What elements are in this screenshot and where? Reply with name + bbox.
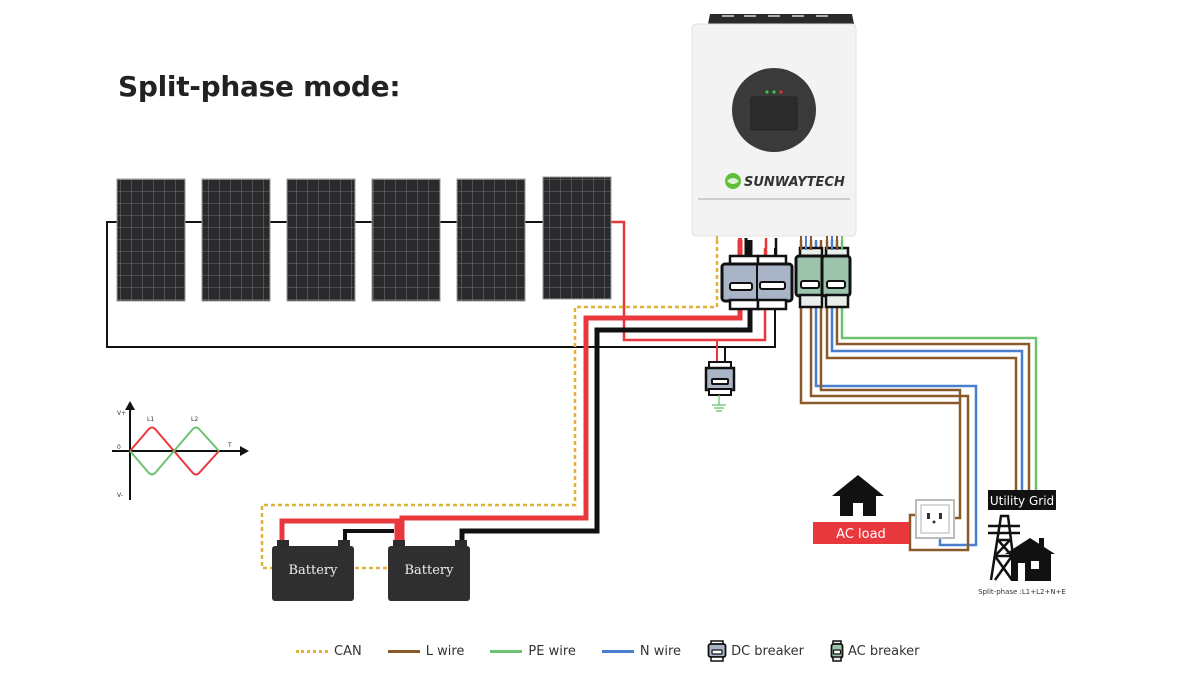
brand-logo-icon bbox=[725, 173, 741, 189]
battery-2: Battery bbox=[388, 540, 470, 601]
can-line-swatch bbox=[296, 649, 328, 653]
axis-label-v-minus: V- bbox=[117, 492, 123, 499]
axis-label-zero: 0 bbox=[117, 444, 121, 451]
ac-breakers bbox=[794, 246, 852, 309]
ac-load-socket bbox=[915, 499, 955, 539]
l-wire-swatch bbox=[387, 649, 420, 653]
ac-load: AC load bbox=[813, 475, 955, 544]
battery-1: Battery bbox=[272, 540, 354, 601]
ground-icon bbox=[712, 395, 726, 412]
legend-label: PE wire bbox=[528, 643, 576, 659]
split-phase-waveform: V+ 0 V- T L1 L2 bbox=[112, 401, 249, 500]
house-icon bbox=[1005, 538, 1055, 581]
axis-label-t: T bbox=[227, 442, 232, 449]
legend-label: N wire bbox=[639, 643, 682, 659]
legend-item-ac-breaker: AC breaker bbox=[830, 640, 920, 662]
legend-item-can: CAN bbox=[296, 644, 362, 659]
pv-ground-breaker bbox=[704, 340, 736, 412]
legend-label: DC breaker bbox=[731, 643, 804, 659]
dc-breakers bbox=[720, 238, 794, 311]
solar-panel bbox=[542, 176, 612, 300]
legend-label: CAN bbox=[334, 643, 362, 659]
waveform-l2 bbox=[129, 426, 220, 476]
legend-item-l-wire: L wire bbox=[387, 643, 465, 659]
solar-panel bbox=[371, 178, 441, 302]
ac-load-label: AC load bbox=[836, 527, 886, 542]
legend-label: L wire bbox=[425, 643, 465, 659]
solar-array bbox=[116, 176, 612, 302]
power-tower-icon bbox=[988, 514, 1020, 581]
status-led bbox=[772, 90, 776, 94]
label-l2: L2 bbox=[191, 416, 198, 423]
legend: CAN L wire PE wire N wire DC breaker AC … bbox=[296, 640, 946, 662]
inverter-brand: SUNWAYTECH bbox=[744, 175, 845, 190]
battery-label: Battery bbox=[288, 563, 338, 578]
inverter: SUNWAYTECH bbox=[691, 14, 857, 250]
solar-panel bbox=[456, 178, 526, 302]
solar-panel bbox=[116, 178, 186, 302]
solar-panel bbox=[201, 178, 271, 302]
legend-item-dc-breaker: DC breaker bbox=[707, 640, 804, 662]
dc-breaker-icon bbox=[707, 640, 727, 662]
battery-label: Battery bbox=[404, 563, 454, 578]
ac-breaker-icon bbox=[830, 640, 844, 662]
utility-grid-label: Utility Grid bbox=[990, 494, 1054, 508]
axis-label-v-plus: V+ bbox=[117, 410, 126, 417]
utility-grid-caption: Split-phase :L1+L2+N+E bbox=[978, 588, 1066, 596]
pe-wire-swatch bbox=[490, 649, 523, 653]
solar-panel bbox=[286, 178, 356, 302]
page-title: Split-phase mode: bbox=[118, 70, 401, 103]
status-led bbox=[779, 90, 783, 94]
legend-item-pe-wire: PE wire bbox=[490, 644, 576, 659]
utility-grid: Utility Grid Split-phase :L1+L2+N+E bbox=[978, 490, 1066, 596]
status-led bbox=[765, 90, 769, 94]
label-l1: L1 bbox=[147, 416, 154, 423]
n-wire-swatch bbox=[601, 649, 634, 653]
legend-label: AC breaker bbox=[847, 643, 920, 659]
legend-item-n-wire: N wire bbox=[601, 643, 682, 659]
house-icon bbox=[832, 475, 884, 516]
